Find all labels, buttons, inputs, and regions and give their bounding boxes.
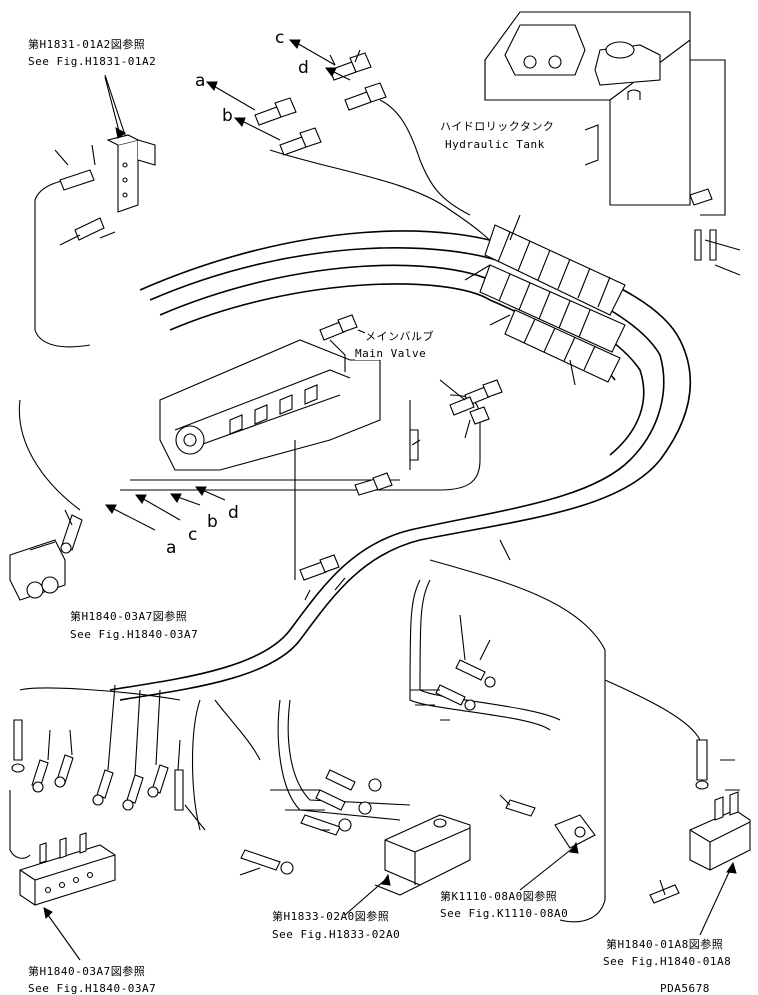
hydraulic-tank [484,11,726,216]
drawing-code: PDA5678 [660,982,710,995]
ref-h1833-jp: 第H1833-02A0図参照 [272,910,390,923]
ref-h1831-jp: 第H1831-01A2図参照 [28,38,146,51]
valve-label-en: Main Valve [355,347,427,360]
fittings [11,52,717,904]
ref-k1110-jp: 第K1110-08A0図参照 [440,890,558,903]
callout-arrows [43,39,737,961]
letter-a-mid: a [166,538,177,558]
spiral-guards [479,224,626,383]
ref-h1833-en: See Fig.H1833-02A0 [272,928,401,941]
ref-h1840-01a8-jp: 第H1840-01A8図参照 [606,938,724,951]
ref-h1840-03a7-bottom-jp: 第H1840-03A7図参照 [28,965,146,978]
valve-label-jp: メインバルブ [365,330,434,343]
ref-h1840-03a7-top-jp: 第H1840-03A7図参照 [70,610,188,623]
solenoid-valve-left [9,539,66,601]
letter-d-top: d [298,58,309,78]
letter-c-mid: c [188,525,198,545]
letter-c-top: c [275,28,285,48]
ref-h1831-en: See Fig.H1831-01A2 [28,55,157,68]
letter-d-mid: d [228,503,239,523]
main-valve [159,339,381,471]
ref-k1110-en: See Fig.K1110-08A0 [440,907,569,920]
valve-block-bottom-left [19,832,116,906]
tank-label-jp: ハイドロリックタンク [440,120,555,133]
leader-lines [47,49,741,896]
ref-h1840-03a7-bottom-en: See Fig.H1840-03A7 [28,982,157,995]
letter-b-top: b [222,106,233,126]
ref-h1840-03a7-top-en: See Fig.H1840-03A7 [70,628,199,641]
valve-block-h1833 [374,814,471,896]
valve-block-h1840-01a8 [689,791,751,871]
solenoid-k1110 [554,814,596,849]
letter-a-top: a [195,71,206,91]
ref-h1840-01a8-en: See Fig.H1840-01A8 [603,955,732,968]
letter-b-mid: b [207,512,218,532]
pilot-block-h1831 [106,134,156,213]
tank-label-en: Hydraulic Tank [445,138,545,151]
